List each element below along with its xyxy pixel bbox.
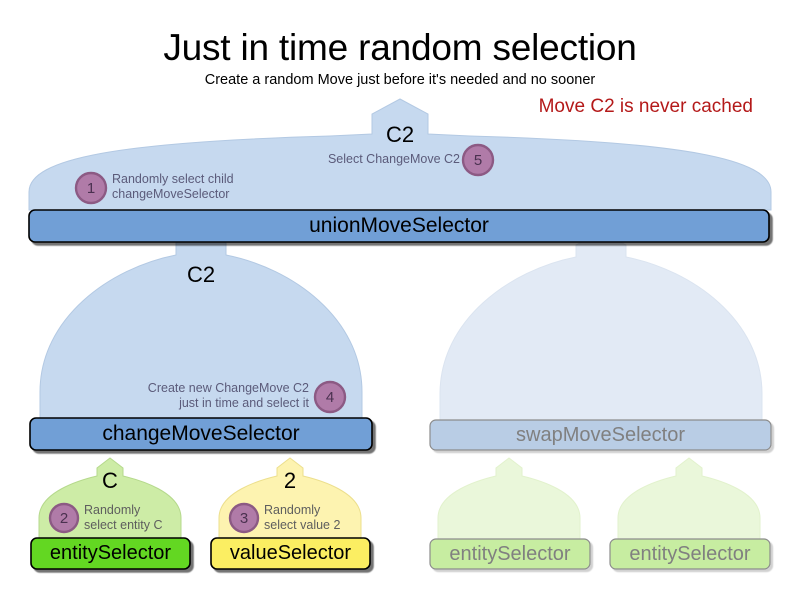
node-entitySelector-swap-left[interactable]	[429, 538, 591, 570]
node-changeMoveSelector[interactable]	[29, 417, 373, 451]
node-valueSelector-change[interactable]	[210, 537, 371, 570]
page-title: Just in time random selection	[163, 27, 637, 68]
flow-label-union-out: C2	[385, 122, 415, 147]
node-entitySelector-swap-right[interactable]	[609, 538, 771, 570]
badge-4	[313, 380, 347, 414]
annotation-text-5: Select ChangeMove C2	[327, 152, 460, 166]
flow-label-change-out: C2	[186, 262, 216, 287]
page-subtitle: Create a random Move just before it's ne…	[204, 72, 596, 88]
annotation-text-4: Create new ChangeMove C2 just in time an…	[147, 381, 309, 410]
badge-1	[74, 171, 108, 205]
arrow-swap-to-union	[439, 231, 763, 421]
badge-5	[461, 143, 495, 177]
annotation-text-3: Randomly select value 2	[264, 503, 341, 532]
arrow-entityL-to-swap	[437, 457, 581, 540]
arrow-entityR-to-swap	[617, 457, 761, 540]
badge-2	[48, 502, 80, 534]
callout-note: Move C2 is never cached	[538, 96, 753, 117]
node-unionMoveSelector[interactable]	[28, 209, 770, 243]
flow-label-entity-out: C	[102, 468, 118, 493]
annotation-text-2: Randomly select entity C	[84, 503, 163, 532]
node-swapMoveSelector[interactable]	[429, 419, 772, 451]
annotation-text-1: Randomly select child changeMoveSelector	[112, 172, 234, 201]
badge-3	[228, 502, 260, 534]
arrow-union-up	[28, 98, 772, 211]
flow-label-value-out: 2	[283, 468, 297, 493]
node-entitySelector-change[interactable]	[30, 537, 191, 570]
